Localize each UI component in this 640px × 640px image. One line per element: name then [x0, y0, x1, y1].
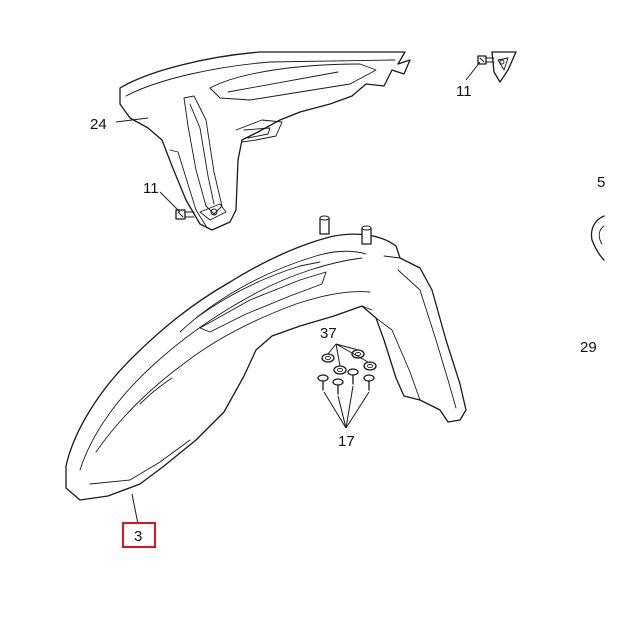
part-24-shroud[interactable]: [119, 51, 411, 231]
callout-37: 37: [320, 325, 337, 342]
part-11-screw-left[interactable]: [175, 209, 195, 220]
callout-5: 5: [597, 174, 605, 191]
callout-17: 17: [338, 433, 355, 450]
callout-11-upper: 11: [456, 83, 472, 100]
part-11-screw-upper[interactable]: [477, 51, 517, 83]
callout-24: 24: [90, 116, 107, 133]
leader-lines: [115, 61, 481, 525]
part-37-washers[interactable]: [321, 349, 377, 375]
part-29-edge[interactable]: [590, 215, 605, 261]
highlight-box: [122, 522, 156, 548]
callout-29: 29: [580, 339, 597, 356]
callout-11-left: 11: [143, 180, 159, 197]
callout-3-highlighted[interactable]: 3: [122, 522, 156, 548]
part-17-screws[interactable]: [317, 368, 375, 395]
callout-3: 3: [134, 528, 142, 545]
part-3-front-fender[interactable]: [65, 215, 467, 501]
